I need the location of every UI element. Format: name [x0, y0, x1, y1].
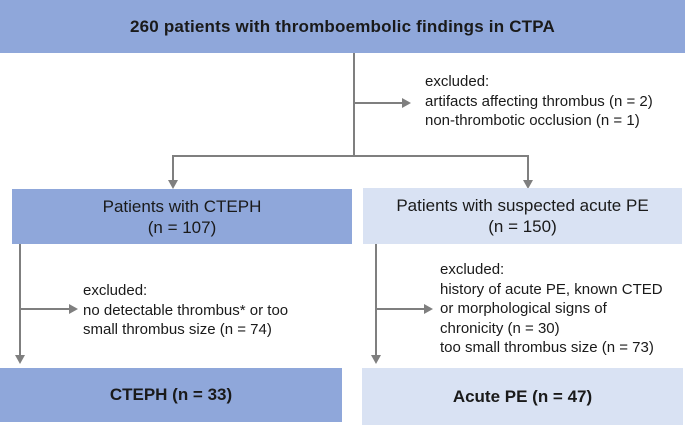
arrowhead-down-icon — [168, 180, 178, 189]
cteph-final-label: CTEPH (n = 33) — [109, 385, 233, 404]
connector-right-exclusion-branch — [377, 308, 424, 310]
exclusion-line: excluded: — [425, 73, 490, 90]
cteph-group-label-line1: Patients with CTEPH — [102, 196, 262, 216]
connector-drop-left — [172, 155, 174, 181]
arrowhead-right-icon — [402, 98, 411, 108]
arrowhead-right-icon — [424, 304, 433, 314]
exclusion-line: excluded: — [83, 282, 148, 299]
exclusion-line: chronicity (n = 30) — [440, 319, 560, 337]
connector-right-exclusion-stem — [375, 244, 377, 356]
cteph-final-box: CTEPH (n = 33) — [0, 368, 342, 422]
total-patients-label: 260 patients with thromboembolic finding… — [129, 16, 556, 36]
exclusion-line: artifacts affecting thrombus (n = 2) — [425, 92, 653, 110]
exclusion-line: non-thrombotic occlusion (n = 1) — [425, 112, 640, 129]
total-patients-box: 260 patients with thromboembolic finding… — [0, 0, 685, 53]
exclusion-line: small thrombus size (n = 74) — [83, 321, 272, 338]
acute-pe-final-box: Acute PE (n = 47) — [362, 368, 683, 425]
arrowhead-down-icon — [371, 355, 381, 364]
acute-pe-final-label: Acute PE (n = 47) — [452, 386, 593, 406]
acute-pe-group-box: Patients with suspected acute PE (n = 15… — [363, 188, 682, 244]
connector-top-exclusion-branch — [355, 102, 402, 104]
cteph-group-box: Patients with CTEPH (n = 107) — [12, 189, 352, 244]
exclusion-line: or morphological signs of — [440, 300, 607, 317]
connector-junction — [172, 155, 529, 157]
exclusion-top-text: excluded: artifacts affecting thrombus (… — [425, 72, 653, 131]
exclusion-line: excluded: — [440, 261, 505, 278]
connector-stem-top — [353, 53, 355, 157]
exclusion-line: too small thrombus size (n = 73) — [440, 339, 654, 356]
arrowhead-down-icon — [15, 355, 25, 364]
exclusion-right-text: excluded: history of acute PE, known CTE… — [440, 260, 663, 358]
connector-left-exclusion-stem — [19, 244, 21, 356]
exclusion-left-text: excluded: no detectable thrombus* or too… — [83, 281, 288, 340]
connector-drop-right — [527, 155, 529, 181]
exclusion-line: history of acute PE, known CTED — [440, 280, 663, 298]
arrowhead-right-icon — [69, 304, 78, 314]
acute-pe-group-label-line1: Patients with suspected acute PE — [396, 196, 649, 215]
acute-pe-group-label-line2: (n = 150) — [488, 217, 557, 236]
arrowhead-down-icon — [523, 180, 533, 189]
cteph-group-label-line2: (n = 107) — [147, 217, 217, 237]
connector-left-exclusion-branch — [21, 308, 69, 310]
exclusion-line: no detectable thrombus* or too — [83, 301, 289, 319]
